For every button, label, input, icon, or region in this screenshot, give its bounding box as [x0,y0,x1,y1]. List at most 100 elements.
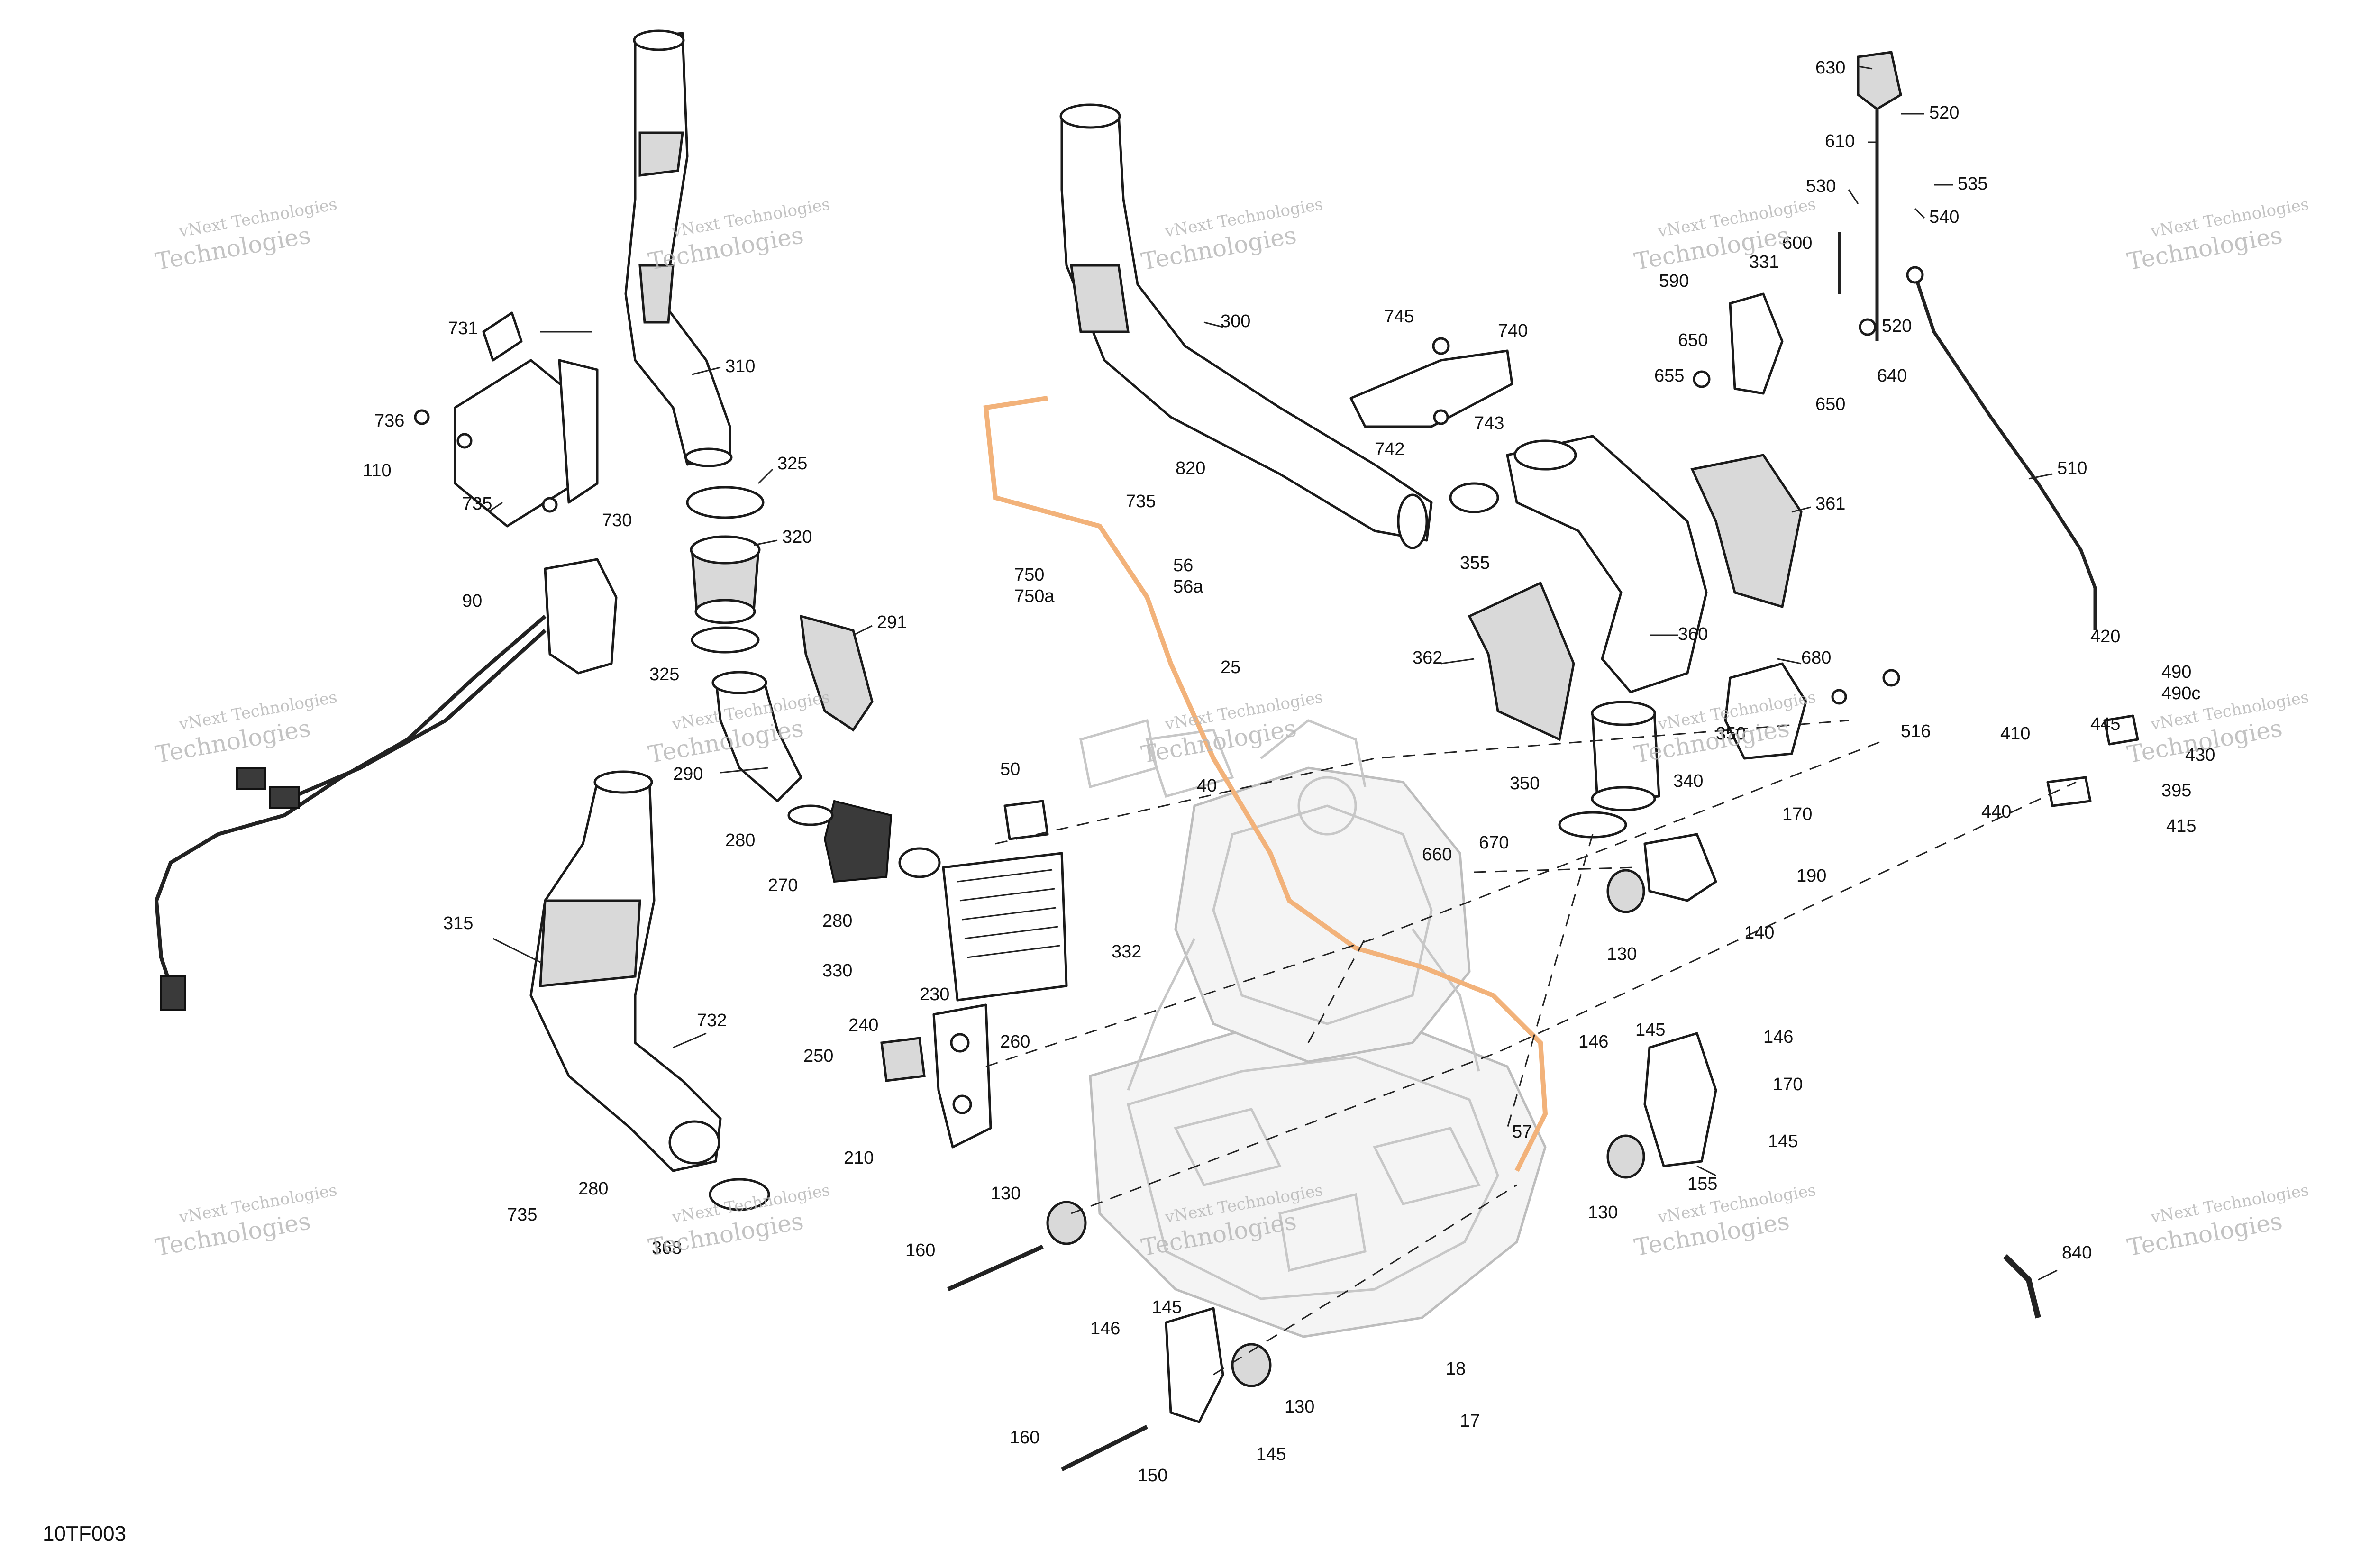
callout-150: 150 [1138,1466,1167,1486]
clamp-coupler-stack [686,486,765,654]
callout-420: 420 [2090,627,2120,647]
callout-440: 440 [1981,802,2011,822]
callout-50: 50 [1000,759,1020,779]
bracket-740 [1349,337,1513,428]
wiring-harness-90 [154,558,618,1011]
callout-445: 445 [2090,714,2120,734]
callout-650-b: 650 [1815,394,1845,414]
callout-291: 291 [877,612,907,632]
callout-280-c: 280 [578,1179,608,1199]
callout-110: 110 [363,461,392,481]
callout-516: 516 [1901,721,1931,741]
callout-750: 750 [1014,565,1044,585]
callout-310: 310 [725,356,755,376]
callout-530: 530 [1806,176,1836,196]
callout-361: 361 [1815,494,1845,514]
callout-350-b: 350 [1510,774,1540,793]
callout-520: 520 [1929,103,1959,123]
callout-146-c: 146 [1090,1319,1120,1339]
callout-250: 250 [803,1046,833,1066]
callout-730: 730 [602,511,632,530]
engine-assembly [1079,719,1547,1338]
callout-610: 610 [1825,131,1855,151]
callout-362: 362 [1413,648,1442,668]
callout-270: 270 [768,875,798,895]
callout-280: 280 [725,830,755,850]
callout-350: 350 [1716,724,1746,744]
callout-145: 145 [1635,1020,1665,1040]
bracket-730 [414,311,599,528]
callout-230: 230 [920,985,949,1004]
callout-40: 40 [1197,776,1217,796]
callout-330: 330 [822,961,852,981]
callout-360: 360 [1678,624,1708,644]
callout-130-c: 130 [991,1184,1021,1203]
callout-labels: 630 520 610 535 530 540 600 331 590 520 … [363,58,2215,1486]
callout-410: 410 [2000,724,2030,744]
callout-145-c: 145 [1152,1297,1182,1317]
callout-655: 655 [1654,366,1684,386]
callout-146-b: 146 [1763,1027,1793,1047]
hose-750 [983,396,1548,1172]
callout-90: 90 [462,591,482,611]
intake-duct-310 [624,29,733,467]
callout-325-b: 325 [649,665,679,684]
callout-735-c: 735 [507,1205,537,1225]
callout-210: 210 [844,1148,874,1168]
oil-cooler-332 [942,800,1068,1002]
callout-170: 170 [1782,804,1812,824]
callout-650: 650 [1678,330,1708,350]
callout-540: 540 [1929,207,1959,227]
filter-340 [1558,701,1660,839]
callout-leaders [488,65,2058,1281]
callout-145-d: 145 [1256,1444,1286,1464]
duct-290 [711,614,941,883]
callout-155: 155 [1687,1174,1717,1194]
callout-331: 331 [1749,252,1779,272]
callout-395: 395 [2161,781,2191,801]
callout-736: 736 [374,411,404,431]
callout-490c: 490c [2161,684,2200,703]
callout-535: 535 [1958,174,1987,194]
engine-mount-150 [1046,1201,1272,1423]
callout-170-b: 170 [1773,1075,1803,1094]
callout-190: 190 [1796,866,1826,886]
callout-520-b: 520 [1882,316,1912,336]
callout-630: 630 [1815,58,1845,78]
callout-145-b: 145 [1768,1131,1798,1151]
callout-731: 731 [448,319,478,338]
callout-240: 240 [848,1015,878,1035]
callout-146: 146 [1578,1032,1608,1052]
callout-490: 490 [2161,662,2191,682]
bolt-160-upper [947,1244,1044,1292]
shift-rod-510 [1906,266,2139,807]
callout-732: 732 [697,1011,727,1030]
callout-56: 56 [1173,556,1193,575]
callout-260: 260 [1000,1032,1030,1052]
callout-300: 300 [1221,311,1250,331]
callout-415: 415 [2166,816,2196,836]
shift-lever-610 [1693,51,1902,395]
bracket-680 [1724,662,1900,760]
callout-160: 160 [905,1240,935,1260]
callout-18: 18 [1446,1359,1466,1379]
callout-340: 340 [1673,771,1703,791]
assembly-guide-lines [985,720,2077,1376]
callout-332: 332 [1112,942,1141,962]
callout-130-b: 130 [1588,1203,1618,1222]
figure-reference-code: 10TF003 [43,1522,126,1545]
intake-duct-315 [529,770,770,1211]
bolt-160-lower [1060,1424,1149,1472]
callout-290: 290 [673,764,703,784]
callout-820: 820 [1176,458,1205,478]
callout-17: 17 [1460,1411,1480,1431]
callout-430: 430 [2185,745,2215,765]
callout-743: 743 [1474,413,1504,433]
callout-130-d: 130 [1285,1397,1314,1417]
intake-duct-300 [1059,103,1433,549]
callout-130: 130 [1607,944,1637,964]
callout-315: 315 [443,913,473,933]
callout-280-b: 280 [822,911,852,931]
callout-590: 590 [1659,271,1689,291]
